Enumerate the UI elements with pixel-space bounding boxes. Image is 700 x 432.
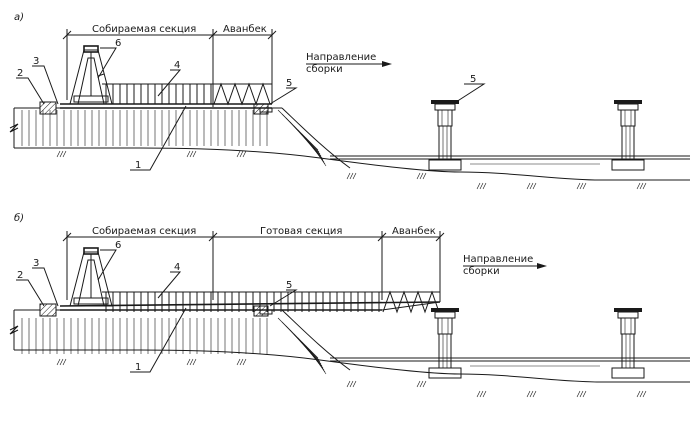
panel-b-direction-line2: сборки (463, 266, 500, 277)
panel-b-direction-arrow (463, 263, 547, 269)
panel-a-stand-2 (39, 101, 57, 115)
panel-b-piers (428, 308, 645, 379)
panel-a-direction-line2: сборки (306, 64, 343, 75)
panel-a-dim-avanbek: Аванбек (223, 24, 267, 35)
panel-b-stand-2 (39, 303, 57, 317)
panel-b-roller-support (253, 305, 269, 317)
panel-b-gantry-crane (69, 247, 113, 307)
panel-b-label-3: 3 (33, 258, 39, 269)
panel-b-dimension-line (62, 231, 445, 300)
panel-a-leaders (16, 47, 486, 171)
panel-b-label-4: 4 (174, 262, 180, 273)
panel-a-ground-ticks (56, 150, 647, 190)
panel-a-direction-arrow (306, 61, 392, 67)
panel-b-direction-line1: Направление (463, 254, 533, 265)
panel-a-label-6: 6 (115, 38, 121, 49)
panel-b-dim-assembled: Собираемая секция (92, 226, 196, 237)
panel-a-roller-support (253, 103, 269, 115)
panel-a-letter: а) (14, 12, 24, 23)
panel-a-direction-line1: Направление (306, 52, 376, 63)
panel-a-gantry-crane (69, 45, 113, 105)
panel-b-label-5: 5 (286, 280, 292, 291)
panel-a-label-2: 2 (17, 68, 23, 79)
panel-b-label-1: 1 (135, 362, 141, 373)
panel-a-dim-assembled: Собираемая секция (92, 24, 196, 35)
panel-a-truss (60, 82, 273, 109)
panel-b-dim-ready: Готовая секция (260, 226, 342, 237)
panel-a-label-4: 4 (174, 60, 180, 71)
panel-b-dim-avanbek: Аванбек (392, 226, 436, 237)
panel-a-embankment (9, 101, 690, 181)
panel-a-label-3: 3 (33, 56, 39, 67)
panel-b-letter: б) (14, 212, 24, 224)
panel-a-label-5: 5 (286, 78, 292, 89)
panel-a-dimension-line (62, 29, 277, 107)
panel-b-label-6: 6 (115, 240, 121, 251)
panel-a-label-1: 1 (135, 160, 141, 171)
panel-b-ground-ticks (56, 358, 647, 398)
panel-a-label-5b: 5 (470, 74, 476, 85)
panel-b-embankment (9, 303, 690, 383)
panel-b: б) Собираемая секция Готовая секция Аван… (9, 212, 690, 398)
panel-b-label-2: 2 (17, 270, 23, 281)
panel-b-truss (59, 290, 441, 314)
panel-a: а) Собираемая секция Аванбек Направление… (9, 12, 690, 190)
panel-b-leaders (16, 249, 298, 373)
panel-a-piers (428, 100, 645, 171)
panel-b-water (330, 357, 690, 367)
